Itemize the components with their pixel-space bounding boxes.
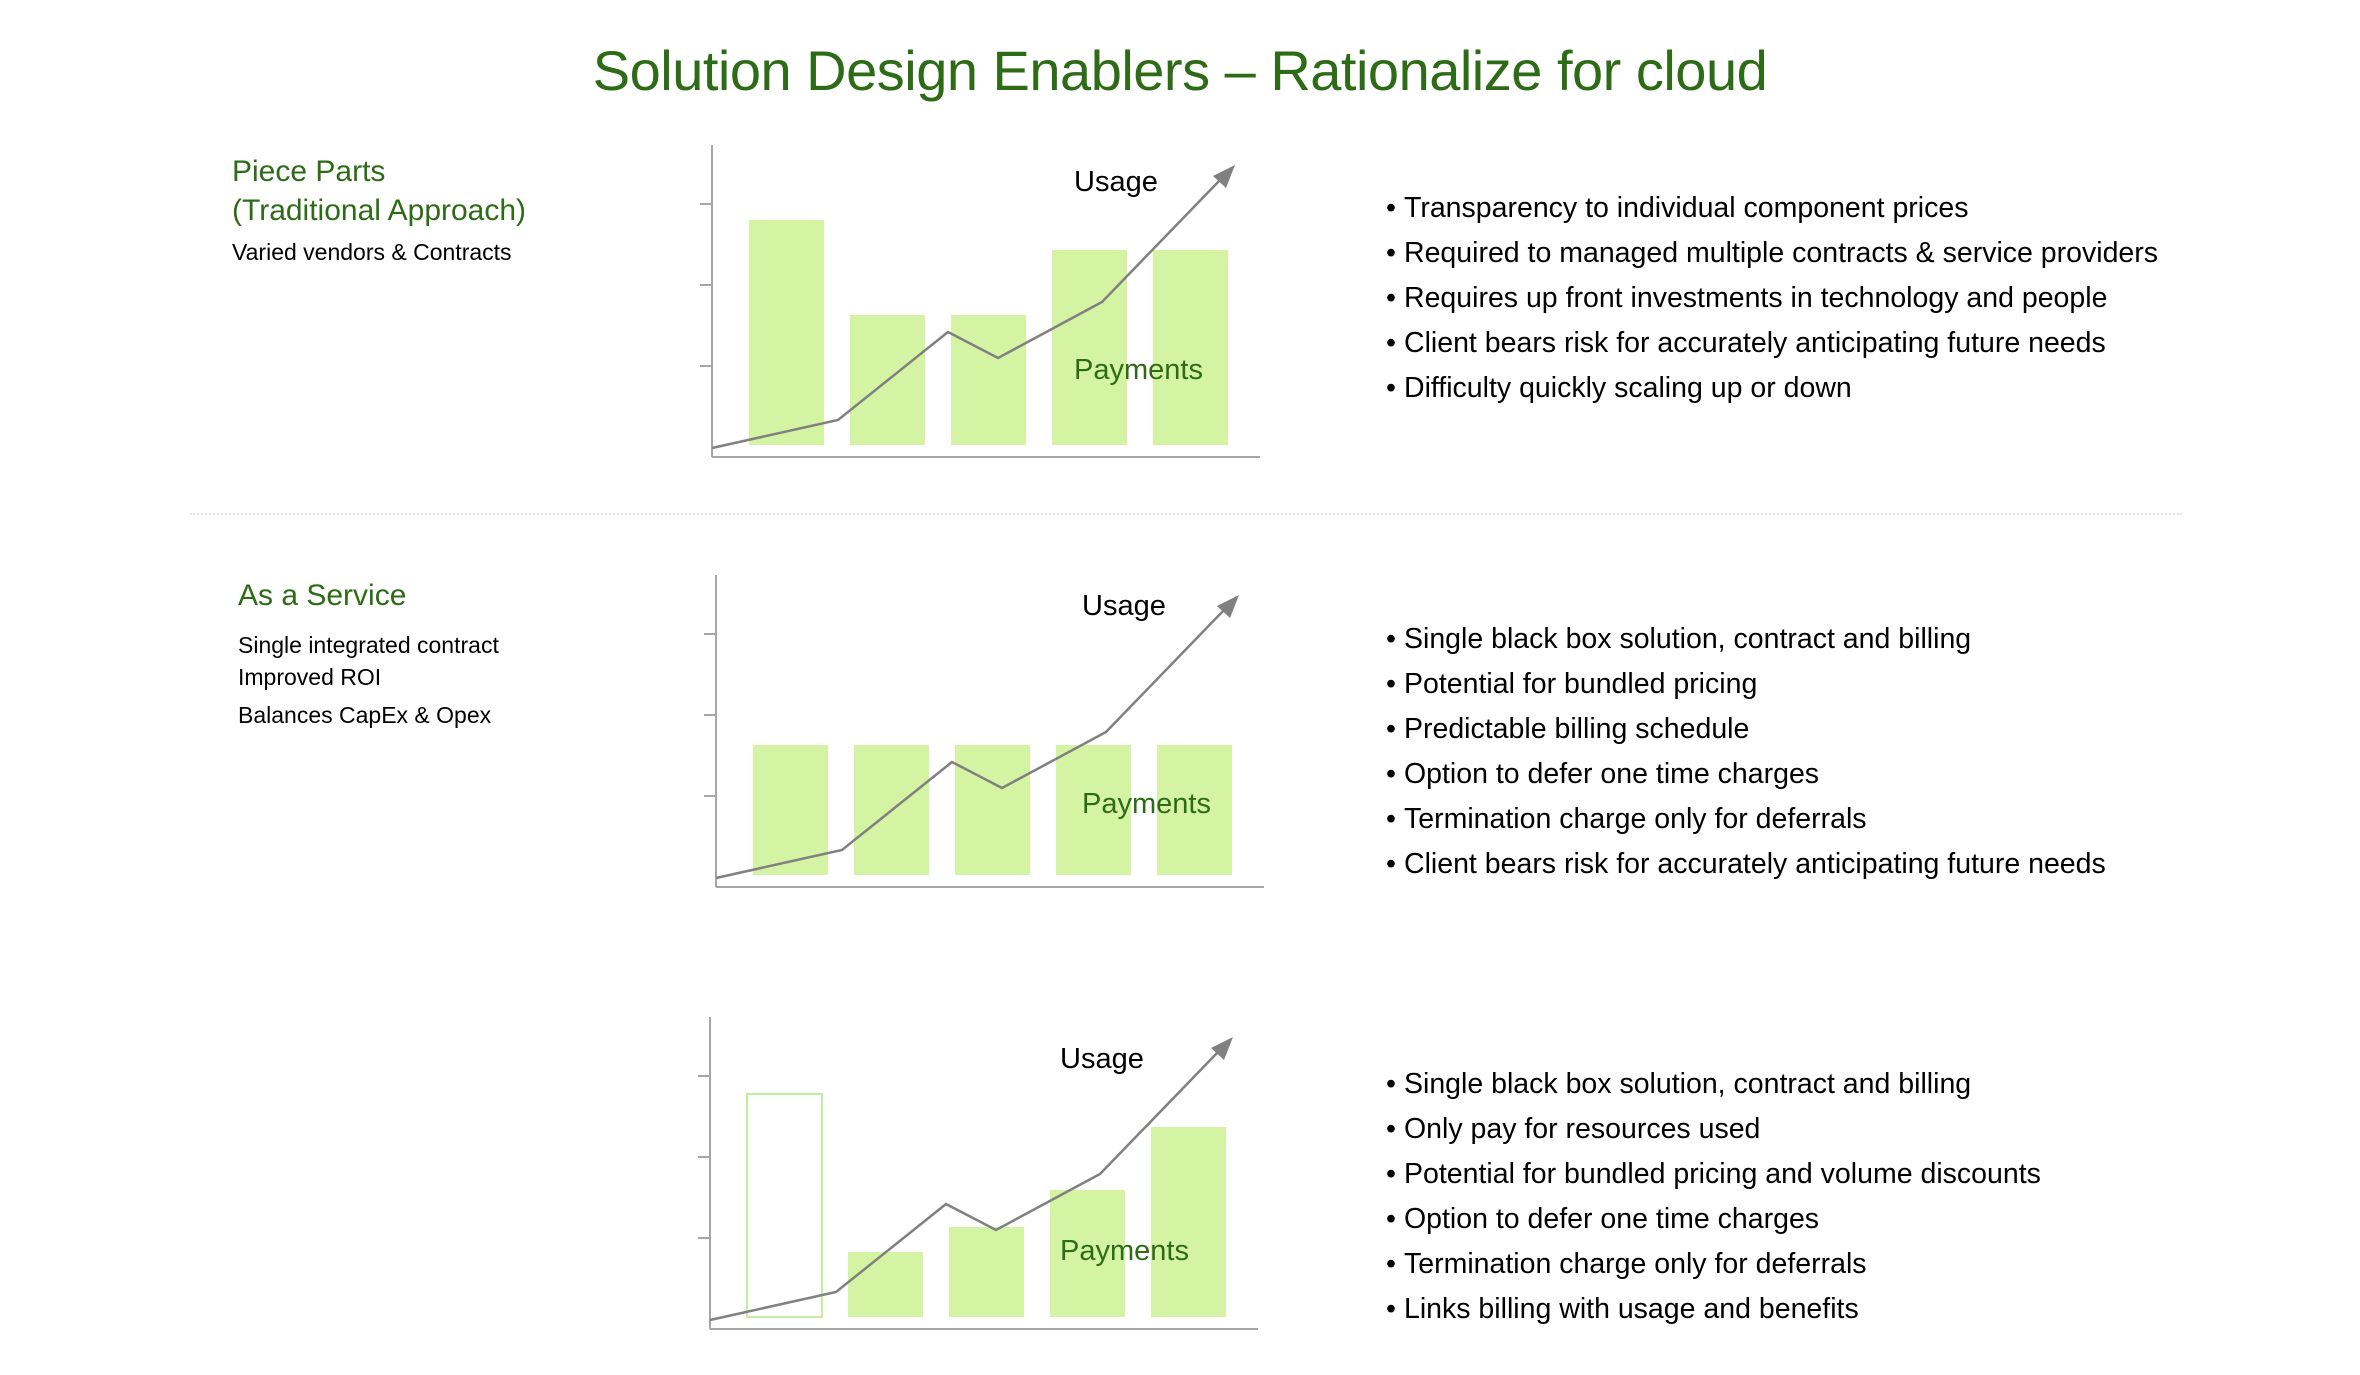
- payment-bar: [848, 1252, 923, 1317]
- chart-as-a-service: Usage Payments: [704, 575, 1264, 888]
- y-axis: [698, 1017, 1258, 1330]
- section-note: Improved ROI: [238, 664, 382, 690]
- bullet-item: Transparency to individual component pri…: [1386, 186, 2158, 231]
- usage-line: [711, 179, 1221, 450]
- bullet-item: Termination charge only for deferrals: [1386, 1242, 2041, 1287]
- payment-bar: [1050, 1190, 1125, 1317]
- section-heading-line: Piece Parts: [232, 155, 386, 188]
- usage-line: [715, 609, 1225, 880]
- bullet-item: Single black box solution, contract and …: [1386, 617, 2106, 662]
- payment-bar: [1052, 250, 1127, 445]
- payment-bar: [955, 745, 1030, 875]
- chart-pay-per-use: Usage Payments: [698, 1017, 1258, 1330]
- section-note: Balances CapEx & Opex: [238, 702, 492, 728]
- payment-bar: [951, 315, 1026, 445]
- bullet-item: Option to defer one time charges: [1386, 752, 2106, 797]
- payment-bar: [1056, 745, 1131, 875]
- usage-label: Usage: [1060, 1043, 1144, 1075]
- usage-label: Usage: [1082, 590, 1166, 622]
- payments-label: Payments: [1074, 354, 1203, 386]
- usage-label: Usage: [1074, 166, 1158, 198]
- usage-arrow-head: [1217, 595, 1239, 618]
- bullet-item: Termination charge only for deferrals: [1386, 797, 2106, 842]
- bullet-item: Client bears risk for accurately anticip…: [1386, 321, 2158, 366]
- payments-label: Payments: [1082, 788, 1211, 820]
- payment-bar-outline: [746, 1093, 823, 1318]
- chart-piece-parts: Usage Payments: [700, 145, 1260, 458]
- section-divider: [190, 513, 2182, 515]
- payment-bar: [1157, 745, 1232, 875]
- usage-line: [709, 1051, 1219, 1322]
- bullet-item: Requires up front investments in technol…: [1386, 276, 2158, 321]
- usage-arrow-head: [1211, 1037, 1233, 1060]
- bullet-list-pay-per-use: Single black box solution, contract and …: [1386, 1062, 2041, 1332]
- bullet-item: Option to defer one time charges: [1386, 1197, 2041, 1242]
- usage-arrow-head: [1213, 165, 1235, 188]
- page-title: Solution Design Enablers – Rationalize f…: [592, 39, 1768, 102]
- payments-label: Payments: [1060, 1235, 1189, 1267]
- payment-bar: [949, 1227, 1024, 1317]
- bullet-item: Potential for bundled pricing: [1386, 662, 2106, 707]
- bullet-list-as-a-service: Single black box solution, contract and …: [1386, 617, 2106, 887]
- section-heading-line: As a Service: [238, 579, 407, 612]
- bullet-list-piece-parts: Transparency to individual component pri…: [1386, 186, 2158, 411]
- bullet-item: Only pay for resources used: [1386, 1107, 2041, 1152]
- payment-bar: [1151, 1127, 1226, 1317]
- section-piece-parts-label: Piece Parts (Traditional Approach) Varie…: [232, 152, 526, 268]
- payment-bar: [753, 745, 828, 875]
- bullet-item: Single black box solution, contract and …: [1386, 1062, 2041, 1107]
- bullet-item: Predictable billing schedule: [1386, 707, 2106, 752]
- bullet-item: Potential for bundled pricing and volume…: [1386, 1152, 2041, 1197]
- bullet-item: Required to managed multiple contracts &…: [1386, 231, 2158, 276]
- payment-bar: [1153, 250, 1228, 445]
- bullet-item: Client bears risk for accurately anticip…: [1386, 842, 2106, 887]
- y-axis: [700, 145, 1260, 458]
- section-note: Single integrated contract: [238, 632, 499, 658]
- section-heading-line: (Traditional Approach): [232, 194, 527, 227]
- section-as-a-service-label: As a Service Single integrated contract …: [238, 576, 499, 731]
- bullet-item: Difficulty quickly scaling up or down: [1386, 366, 2158, 411]
- payment-bar: [749, 220, 824, 445]
- y-axis: [704, 575, 1264, 888]
- section-note: Varied vendors & Contracts: [232, 239, 512, 265]
- bullet-item: Links billing with usage and benefits: [1386, 1287, 2041, 1332]
